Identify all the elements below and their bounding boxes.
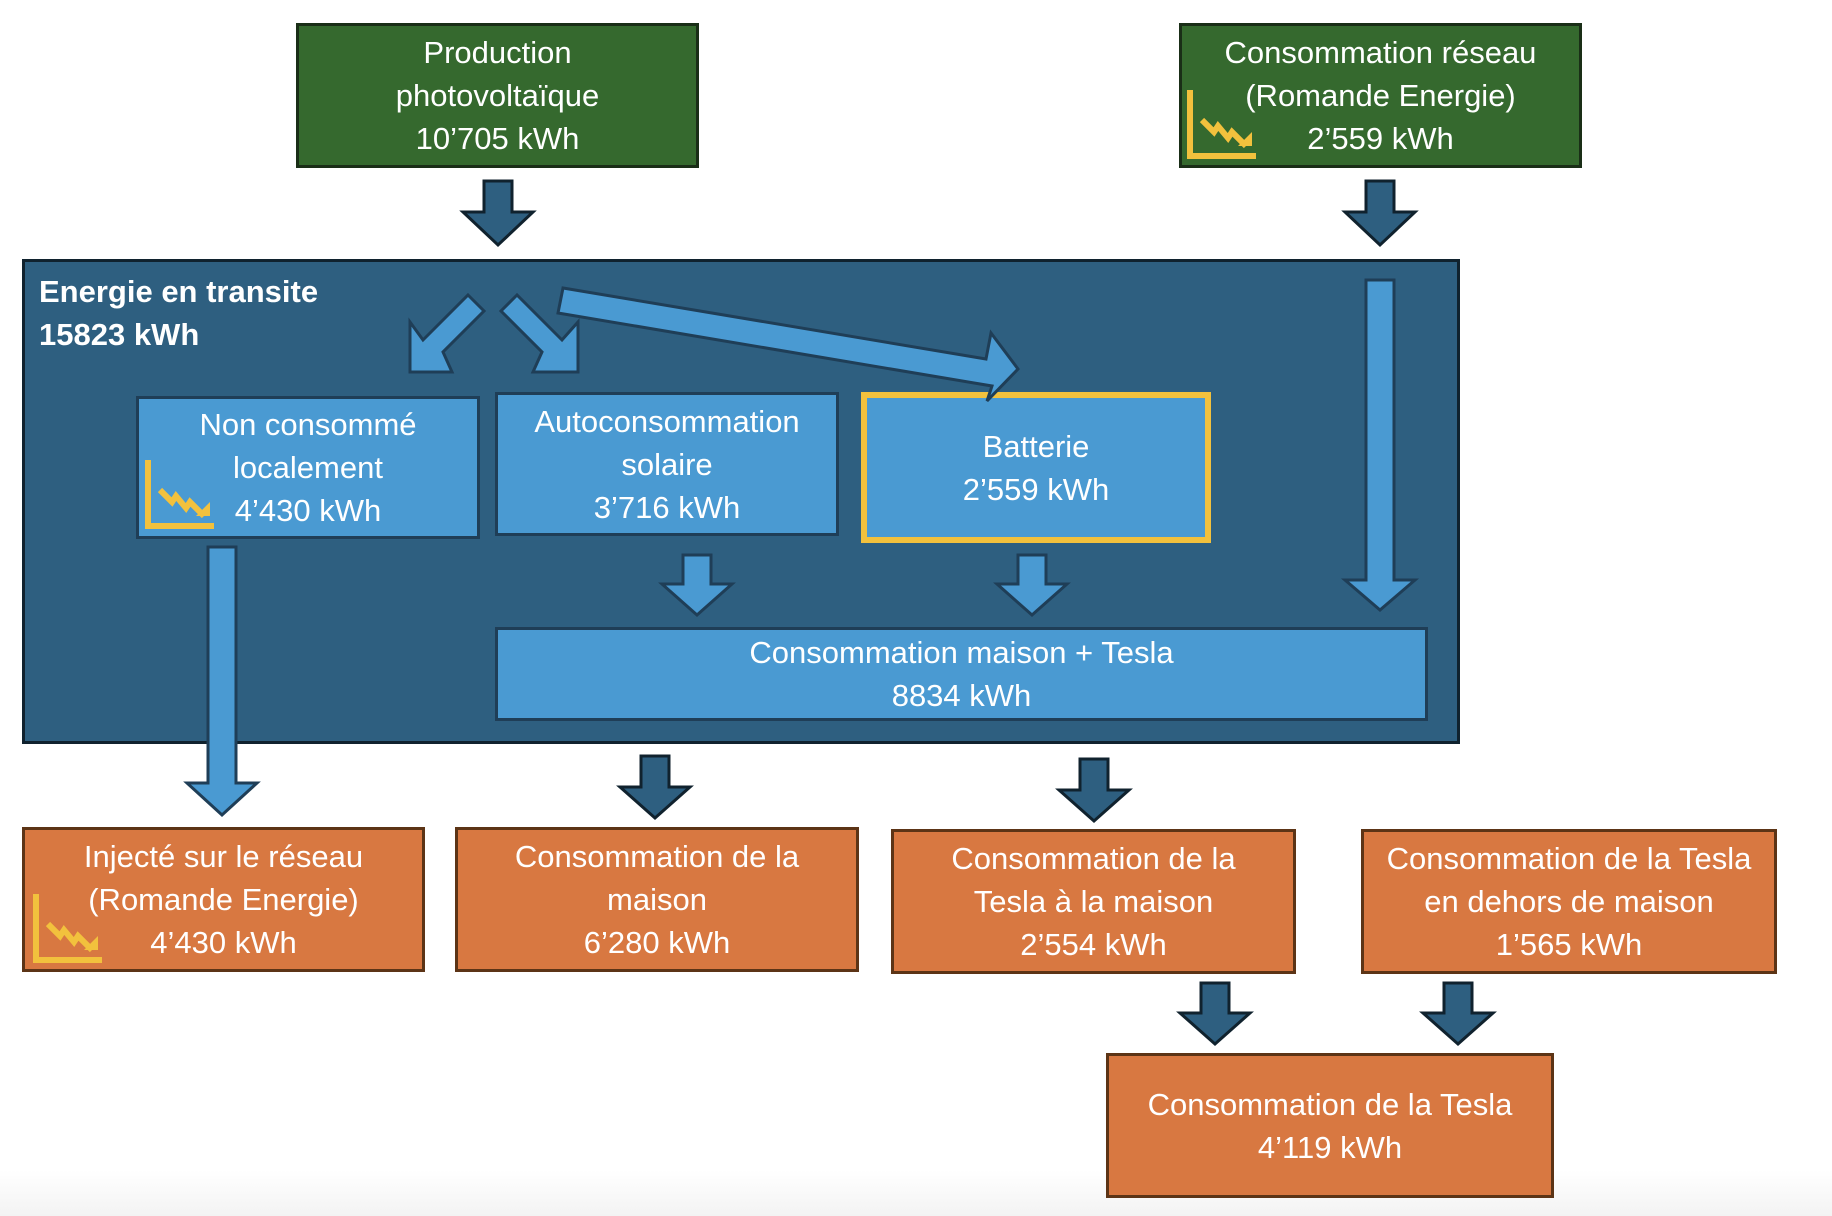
tesla-home-label-line1: Consommation de la <box>951 841 1236 876</box>
arrow-split-to-battery <box>556 286 1020 403</box>
non-consumed-value: 4’430 kWh <box>234 493 382 528</box>
house-consumption-box: Consommation de la maison 6’280 kWh <box>455 827 859 972</box>
energy-transit-title: Energie en transite 15823 kWh <box>39 270 318 356</box>
trending-down-chart-icon <box>145 460 214 529</box>
house-tesla-value: 8834 kWh <box>891 678 1032 713</box>
solar-self-consumption-box: Autoconsommation solaire 3’716 kWh <box>495 392 839 536</box>
house-tesla-label: Consommation maison + Tesla <box>749 635 1174 670</box>
non-consumed-label-line2: localement <box>233 450 383 485</box>
non-consumed-label-line1: Non consommé <box>199 407 417 442</box>
tesla-home-consumption-box: Consommation de la Tesla à la maison 2’5… <box>891 829 1296 974</box>
battery-box: Batterie 2’559 kWh <box>861 392 1211 543</box>
tesla-away-consumption-box: Consommation de la Tesla en dehors de ma… <box>1361 829 1777 974</box>
house-value: 6’280 kWh <box>583 925 731 960</box>
tesla-home-value: 2’554 kWh <box>1020 927 1167 962</box>
arrow-self-consumption-to-house-tesla <box>658 553 736 618</box>
tesla-home-label-line2: Tesla à la maison <box>973 884 1214 919</box>
injected-label-line2: (Romande Energie) <box>88 882 359 917</box>
house-tesla-consumption-box: Consommation maison + Tesla 8834 kWh <box>495 627 1428 721</box>
house-label-line1: Consommation de la <box>514 839 800 874</box>
trending-down-chart-icon <box>33 894 102 963</box>
production-label-line2: photovoltaïque <box>395 78 600 113</box>
tesla-away-value: 1’565 kWh <box>1495 927 1643 962</box>
production-label-line1: Production <box>423 35 572 70</box>
arrow-grid-through-transit <box>1340 278 1420 612</box>
arrow-transit-to-house <box>616 754 694 821</box>
grid-consumption-box: Consommation réseau (Romande Energie) 2’… <box>1179 23 1582 168</box>
energy-transit-label: Energie en transite <box>39 274 319 309</box>
arrow-battery-to-house-tesla <box>993 553 1071 618</box>
tesla-away-label-line1: Consommation de la Tesla <box>1386 841 1752 876</box>
arrow-tesla-away-to-total <box>1419 981 1497 1047</box>
arrow-transit-to-tesla-home <box>1055 757 1133 824</box>
tesla-total-consumption-box: Consommation de la Tesla 4’119 kWh <box>1106 1053 1554 1198</box>
self-consumption-label-line1: Autoconsommation <box>534 403 800 439</box>
injected-value: 4’430 kWh <box>150 925 297 960</box>
grid-value: 2’559 kWh <box>1307 121 1454 156</box>
house-label-line2: maison <box>607 882 707 917</box>
production-value: 10’705 kWh <box>415 121 580 156</box>
battery-value: 2’559 kWh <box>962 471 1110 507</box>
trending-down-chart-icon <box>1187 90 1256 159</box>
injected-label-line1: Injecté sur le réseau <box>83 839 364 874</box>
non-consumed-locally-box: Non consommé localement 4’430 kWh <box>136 396 480 539</box>
arrow-non-consumed-to-injection <box>183 545 261 818</box>
self-consumption-label-line2: solaire <box>621 446 713 482</box>
battery-label: Batterie <box>982 428 1090 464</box>
arrow-split-to-self-consumption <box>498 292 580 374</box>
arrow-split-to-non-consumed <box>408 292 487 374</box>
arrow-tesla-home-to-total <box>1176 981 1254 1047</box>
self-consumption-value: 3’716 kWh <box>593 489 741 525</box>
grid-label-line1: Consommation réseau <box>1224 35 1537 70</box>
arrow-production-to-transit <box>459 179 537 248</box>
arrow-grid-to-transit <box>1341 179 1419 248</box>
grid-label-line2: (Romande Energie) <box>1245 78 1516 113</box>
tesla-total-label: Consommation de la Tesla <box>1147 1086 1513 1122</box>
tesla-total-value: 4’119 kWh <box>1257 1129 1403 1165</box>
energy-transit-value: 15823 kWh <box>39 317 200 352</box>
tesla-away-label-line2: en dehors de maison <box>1424 884 1714 919</box>
production-photovoltaic-box: Production photovoltaïque 10’705 kWh <box>296 23 699 168</box>
